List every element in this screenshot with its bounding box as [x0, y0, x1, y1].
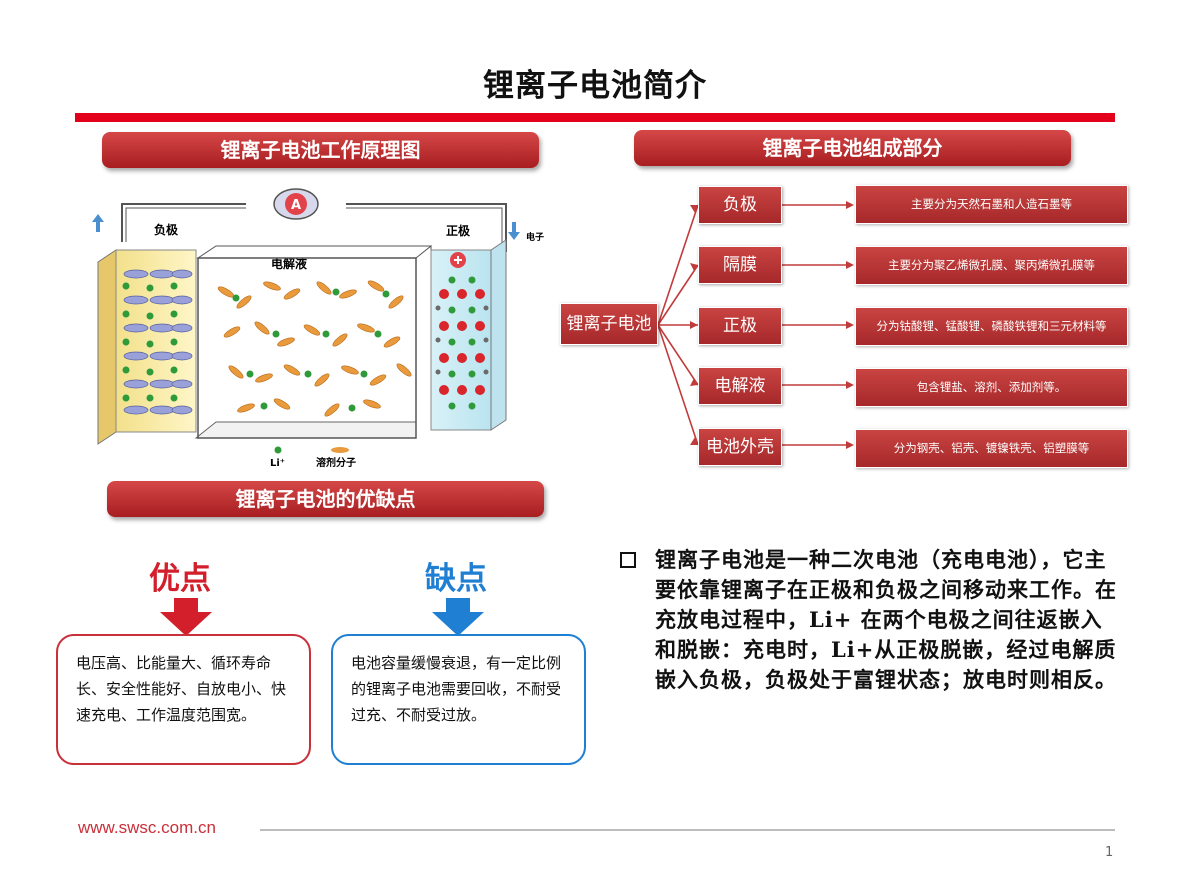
component-casing: 电池外壳 [698, 428, 782, 466]
website-link[interactable]: www.swsc.com.cn [78, 818, 216, 837]
component-positive: 正极 [698, 307, 782, 345]
checkbox-bullet-icon [620, 552, 636, 568]
cons-box: 电池容量缓慢衰退，有一定比例的锂离子电池需要回收，不耐受过充、不耐受过放。 [331, 634, 586, 765]
section-header-composition: 锂离子电池组成部分 [634, 130, 1071, 166]
battery-principle-diagram: A 负极 正极 电子 电解液 [92, 188, 544, 469]
composition-root: 锂离子电池 [560, 303, 658, 345]
negative-label: 负极 [154, 222, 179, 237]
footer-divider [260, 829, 1115, 831]
component-separator-desc: 主要分为聚乙烯微孔膜、聚丙烯微孔膜等 [855, 246, 1128, 285]
cons-down-arrow-icon [432, 598, 484, 636]
page-title: 锂离子电池简介 [483, 68, 707, 104]
component-separator: 隔膜 [698, 246, 782, 284]
section-header-principle: 锂离子电池工作原理图 [102, 132, 539, 168]
electron-label: 电子 [526, 231, 544, 243]
component-negative: 负极 [698, 186, 782, 224]
pros-down-arrow-icon [160, 598, 212, 636]
electrolyte-label: 电解液 [271, 256, 307, 271]
page-number: 1 [1105, 845, 1114, 860]
ammeter-label: A [291, 198, 301, 213]
section-header-pros-cons: 锂离子电池的优缺点 [107, 481, 544, 517]
cons-title: 缺点 [425, 561, 487, 597]
legend-solvent-label: 溶剂分子 [316, 456, 356, 469]
description-paragraph: 锂离子电池是一种二次电池（充电电池），它主要依靠锂离子在正极和负极之间移动来工作… [655, 547, 1117, 692]
component-casing-desc: 分为钢壳、铝壳、镀镍铁壳、铝塑膜等 [855, 429, 1128, 468]
pros-title: 优点 [149, 561, 211, 597]
legend-li-label: Li⁺ [270, 458, 285, 469]
component-positive-desc: 分为钴酸锂、锰酸锂、磷酸铁锂和三元材料等 [855, 307, 1128, 346]
pros-box: 电压高、比能量大、循环寿命长、安全性能好、自放电小、快速充电、工作温度范围宽。 [56, 634, 311, 765]
composition-connectors [657, 201, 854, 449]
component-negative-desc: 主要分为天然石墨和人造石墨等 [855, 185, 1128, 224]
component-electrolyte: 电解液 [698, 367, 782, 405]
title-divider [75, 113, 1115, 122]
component-electrolyte-desc: 包含锂盐、溶剂、添加剂等。 [855, 368, 1128, 407]
positive-label: 正极 [446, 223, 471, 238]
